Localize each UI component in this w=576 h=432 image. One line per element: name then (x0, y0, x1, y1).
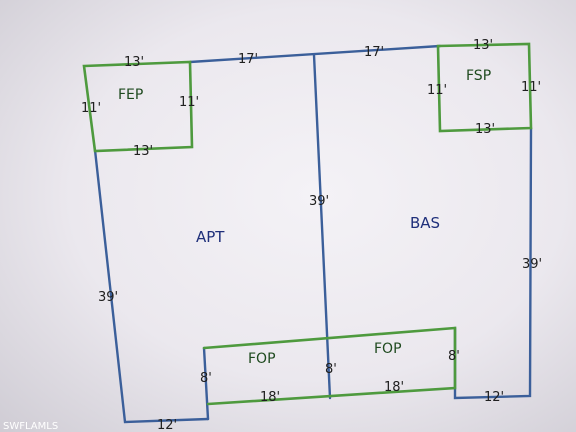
dim-divider: 39' (309, 194, 329, 209)
dim-fsp-bottom: 13' (475, 122, 495, 137)
room-label-apt: APT (196, 228, 225, 246)
fop-left-wall (202, 346, 210, 421)
dim-bottom-right: 12' (484, 390, 504, 405)
room-label-fep: FEP (118, 87, 143, 103)
fop-outline (202, 326, 457, 406)
watermark: SWFLAMLS (3, 421, 58, 432)
center-divider (312, 53, 332, 400)
dim-fep-right: 11' (179, 95, 199, 110)
dim-bas-right: 39' (522, 257, 542, 272)
dim-fop-right: 8' (448, 349, 460, 364)
dim-fop-mid: 8' (325, 362, 337, 377)
top-wall (188, 44, 442, 64)
dim-top-right: 17' (364, 45, 384, 60)
dim-fsp-top: 13' (473, 38, 493, 53)
dim-fep-bottom: 13' (133, 144, 153, 159)
dim-fep-top: 13' (124, 55, 144, 70)
bas-right-wall (453, 126, 533, 400)
apt-left-wall (93, 148, 210, 424)
fsp-outline (436, 42, 533, 133)
dim-fsp-right: 11' (521, 80, 541, 95)
dim-fop-left: 8' (200, 371, 212, 386)
dim-apt-left: 39' (98, 290, 118, 305)
dim-fsp-left: 11' (427, 83, 447, 98)
room-label-bas: BAS (410, 214, 440, 232)
building-outline (93, 44, 533, 424)
room-label-fsp: FSP (466, 68, 491, 84)
dim-fep-left: 11' (81, 101, 101, 116)
fep-outline (82, 60, 194, 153)
porch-outlines (82, 42, 533, 406)
dim-top-left: 17' (238, 52, 258, 67)
room-label-fop-right: FOP (374, 341, 402, 357)
dim-fop-bottom-right: 18' (384, 380, 404, 395)
dim-fop-bottom-left: 18' (260, 390, 280, 405)
room-label-fop-left: FOP (248, 351, 276, 367)
dim-bottom-left: 12' (157, 418, 177, 432)
